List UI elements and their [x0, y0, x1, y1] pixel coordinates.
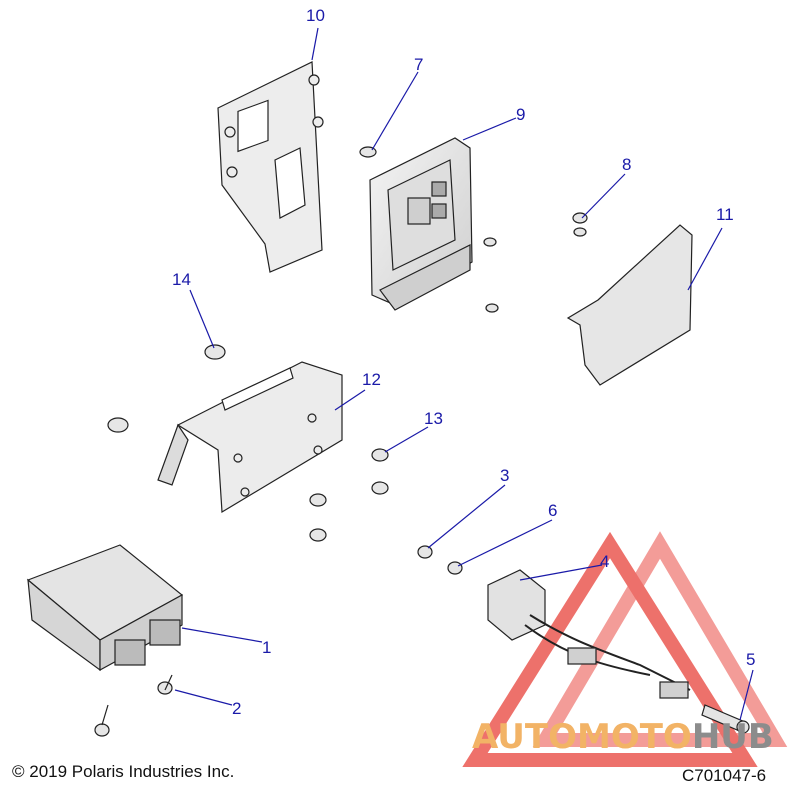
callout-4: 4 [600, 552, 610, 571]
part-9-ecu-module [369, 137, 473, 311]
watermark-auto: AUTO [472, 717, 577, 757]
part-1-control-module [26, 544, 184, 672]
callout-1: 1 [262, 638, 272, 657]
callout-7: 7 [414, 55, 424, 74]
part-12-bracket [157, 361, 343, 514]
watermark-hub: HUB [691, 717, 774, 757]
part-4-relay-harness [487, 569, 691, 699]
watermark-logo [462, 531, 788, 767]
callout-9: 9 [516, 105, 526, 124]
watermark-moto: MOTO [576, 717, 692, 757]
callout-6: 6 [548, 501, 558, 520]
watermark-text: AUTOMOTOHUB [472, 717, 774, 757]
callout-12: 12 [362, 370, 381, 389]
fasteners [94, 146, 588, 737]
callout-2: 2 [232, 699, 242, 718]
callout-8: 8 [622, 155, 632, 174]
callout-11: 11 [716, 205, 734, 224]
copyright-text: © 2019 Polaris Industries Inc. [12, 762, 235, 781]
callout-5: 5 [746, 650, 756, 669]
callout-13: 13 [424, 409, 443, 428]
leader-lines [174, 27, 754, 721]
part-5-pin [701, 704, 750, 734]
callout-10: 10 [306, 6, 325, 25]
part-11-cover [566, 224, 693, 386]
part-10-mounting-plate [217, 61, 324, 273]
callout-3: 3 [500, 466, 510, 485]
part-code: C701047-6 [682, 766, 767, 785]
callout-14: 14 [172, 270, 191, 289]
